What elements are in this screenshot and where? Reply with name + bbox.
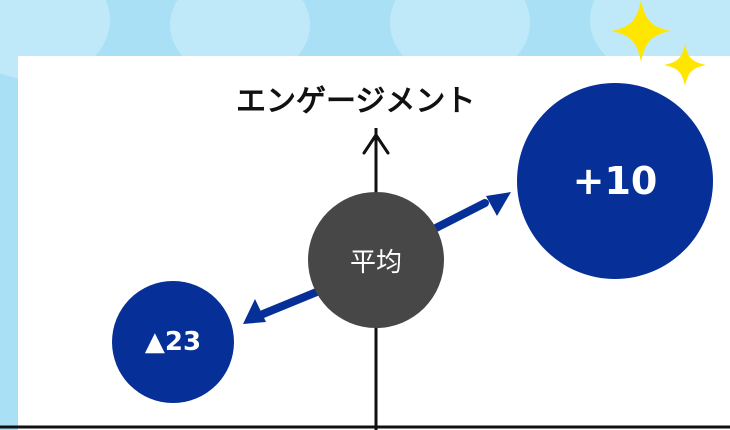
vertical-axis-title: エンゲージメント bbox=[236, 84, 476, 119]
decrease-arrow-head bbox=[243, 299, 266, 324]
vertical-axis-arrowhead bbox=[362, 133, 390, 155]
decrease-arrow-shaft bbox=[259, 285, 328, 318]
positive-change-label: +10 bbox=[572, 159, 658, 203]
increase-arrow-shaft bbox=[426, 199, 489, 235]
increase-arrow-head bbox=[486, 192, 511, 216]
negative-change-label: ▲23 bbox=[144, 327, 202, 357]
average-bubble-label: 平均 bbox=[349, 247, 402, 278]
positive-change-bubble: +10 bbox=[517, 83, 713, 279]
negative-change-bubble: ▲23 bbox=[112, 281, 234, 403]
average-bubble: 平均 bbox=[308, 192, 444, 328]
